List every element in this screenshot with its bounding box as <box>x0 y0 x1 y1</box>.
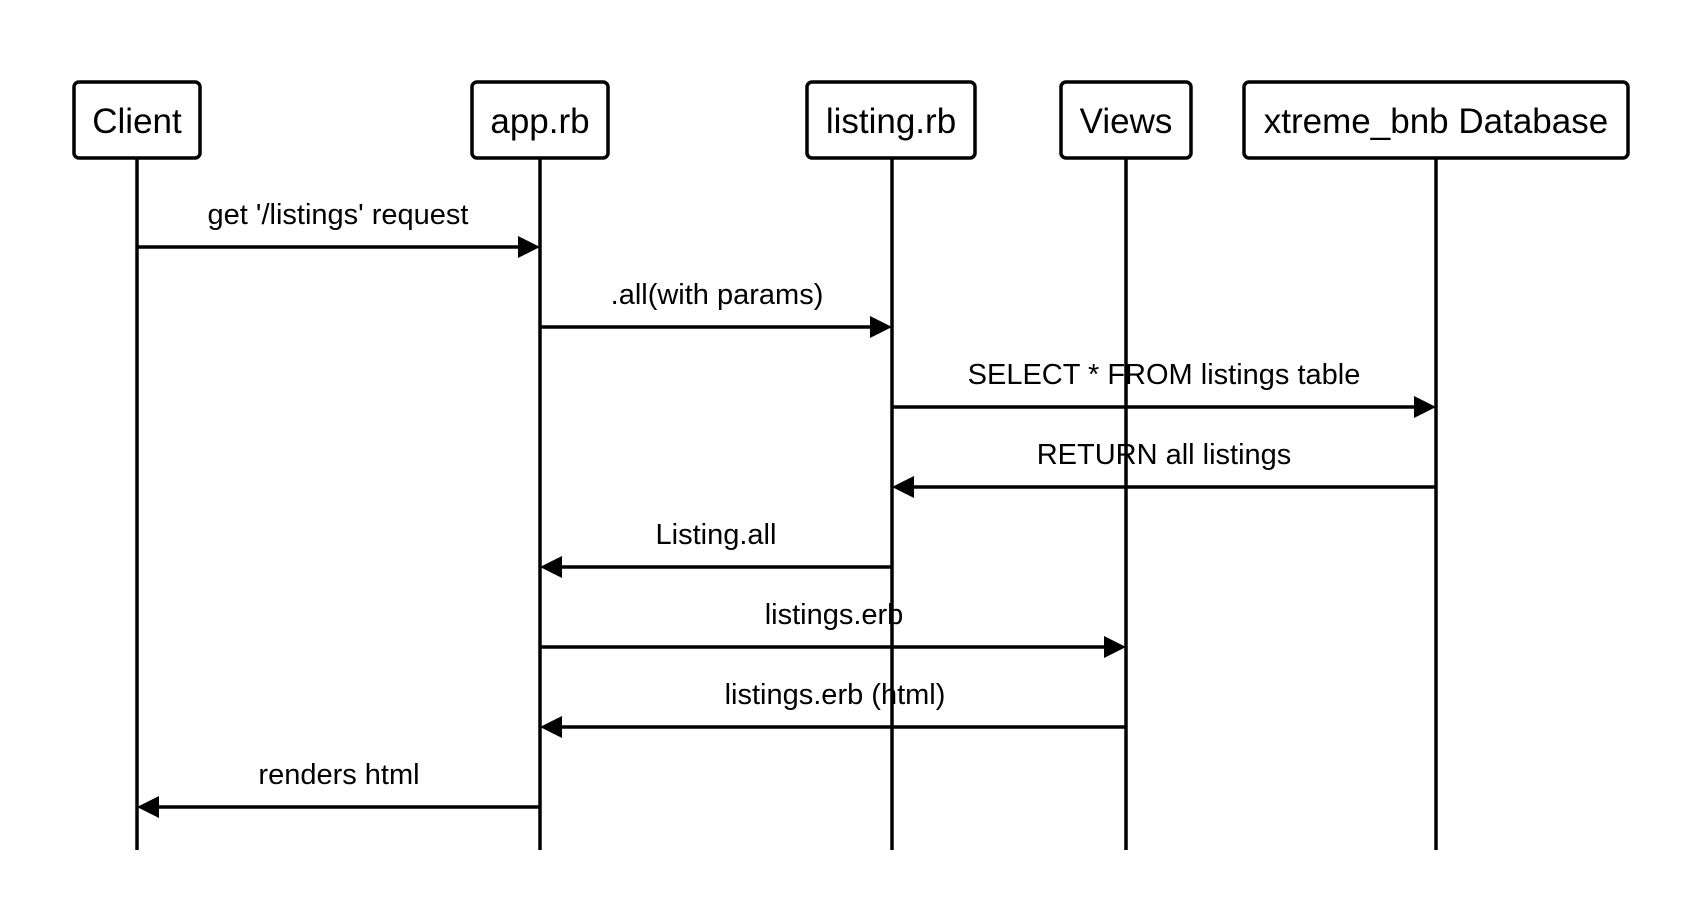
message-label: .all(with params) <box>611 279 824 311</box>
participant-client: Client <box>72 80 202 160</box>
participant-label: app.rb <box>490 102 589 141</box>
participant-listing: listing.rb <box>805 80 977 160</box>
arrowhead-left-icon <box>137 796 159 818</box>
arrowhead-right-icon <box>1104 636 1126 658</box>
participant-views: Views <box>1059 80 1193 160</box>
participant-label: xtreme_bnb Database <box>1264 102 1608 141</box>
message-get-listings: get '/listings' request <box>137 199 540 258</box>
participant-box <box>1059 80 1193 160</box>
participant-app: app.rb <box>470 80 610 160</box>
message-label: Listing.all <box>656 519 777 551</box>
message-select-listings: SELECT * FROM listings table <box>892 359 1436 418</box>
message-renders-html: renders html <box>137 759 540 818</box>
participant-label: Client <box>92 102 182 141</box>
arrowhead-right-icon <box>518 236 540 258</box>
message-listing-all: Listing.all <box>540 519 892 578</box>
message-label: listings.erb (html) <box>725 679 946 711</box>
arrowhead-left-icon <box>540 556 562 578</box>
message-listings-erb: listings.erb <box>540 599 1126 658</box>
participant-box <box>805 80 977 160</box>
participant-box <box>1242 80 1630 160</box>
message-return-listings: RETURN all listings <box>892 439 1436 498</box>
message-label: SELECT * FROM listings table <box>968 359 1361 391</box>
arrowhead-left-icon <box>540 716 562 738</box>
participant-label: Views <box>1080 102 1173 141</box>
message-label: get '/listings' request <box>208 199 469 231</box>
message-all-with-params: .all(with params) <box>540 279 892 338</box>
arrowhead-right-icon <box>1414 396 1436 418</box>
participant-box <box>72 80 202 160</box>
message-label: listings.erb <box>765 599 904 631</box>
participant-label: listing.rb <box>826 102 956 141</box>
message-listings-erb-html: listings.erb (html) <box>540 679 1126 738</box>
message-label: RETURN all listings <box>1037 439 1292 471</box>
arrowhead-left-icon <box>892 476 914 498</box>
participant-db: xtreme_bnb Database <box>1242 80 1630 160</box>
arrowhead-right-icon <box>870 316 892 338</box>
message-label: renders html <box>258 759 419 791</box>
participant-box <box>470 80 610 160</box>
